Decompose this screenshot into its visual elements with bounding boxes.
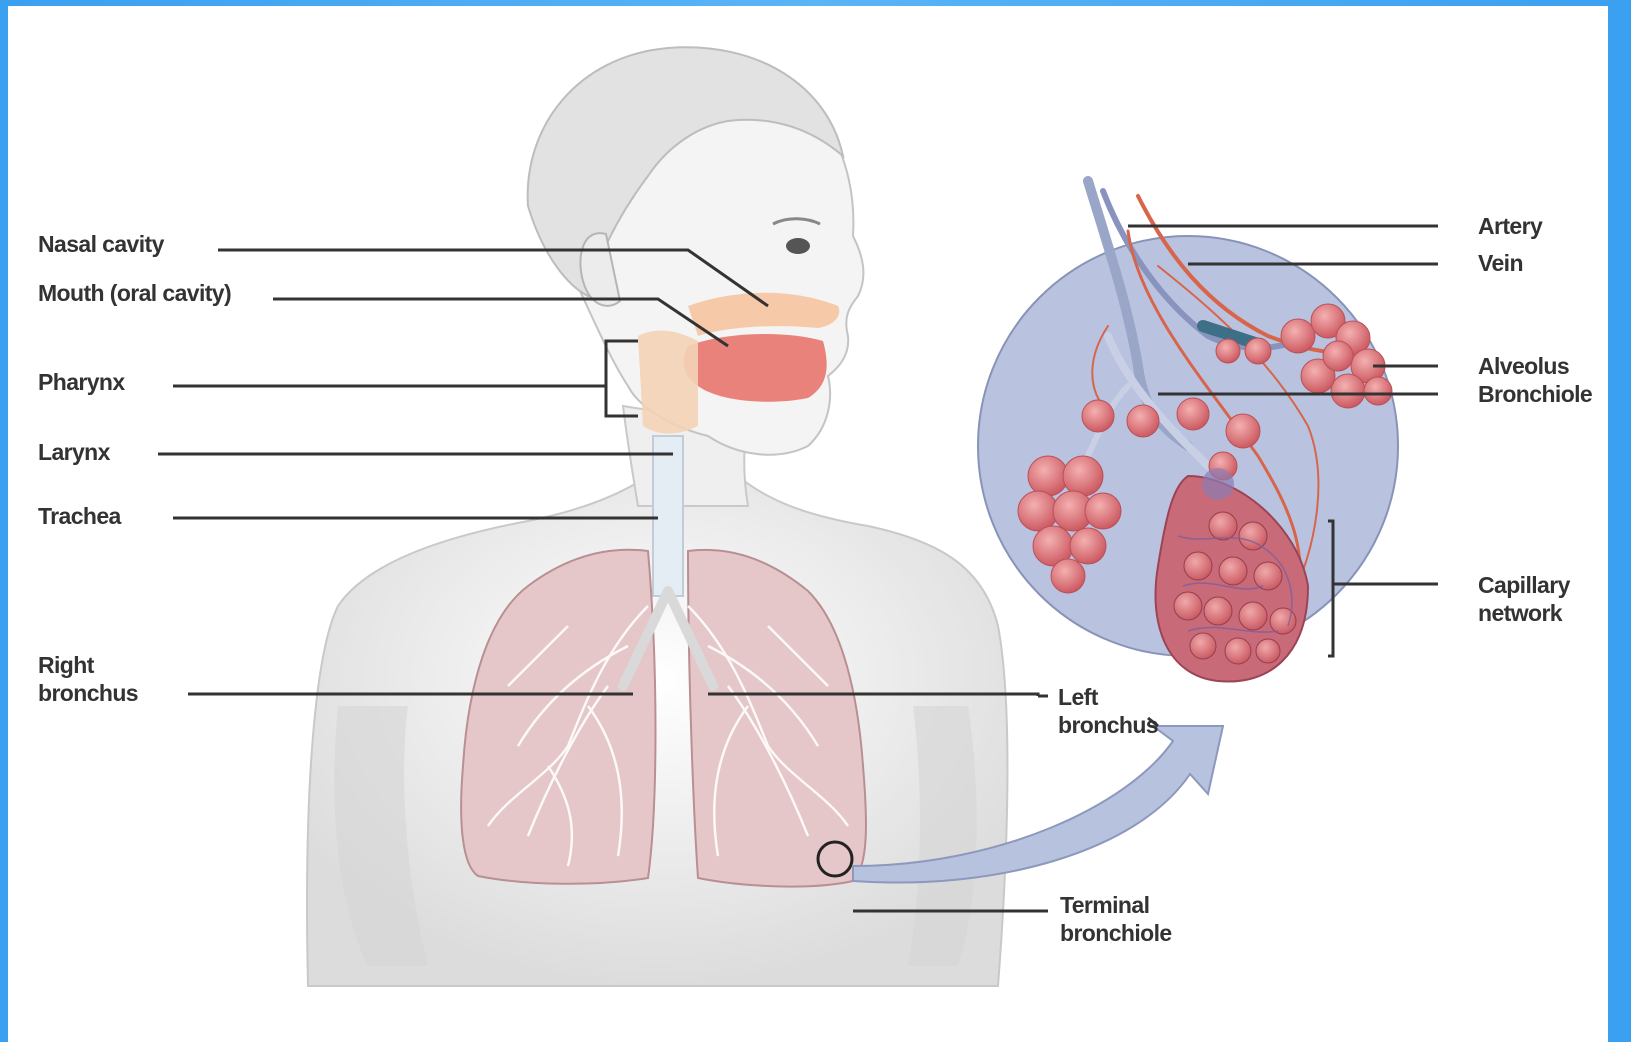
label-larynx: Larynx bbox=[38, 438, 110, 466]
label-pharynx: Pharynx bbox=[38, 368, 125, 396]
label-capillary-network-line1: Capillary bbox=[1478, 571, 1570, 599]
label-terminal-bronchiole-line2: bronchiole bbox=[1060, 919, 1172, 947]
eye bbox=[786, 238, 810, 254]
label-capillary-network-line2: network bbox=[1478, 599, 1562, 627]
label-mouth: Mouth (oral cavity) bbox=[38, 279, 231, 307]
respiratory-system-illustration bbox=[8, 6, 1608, 1042]
label-right-bronchus-line2: bronchus bbox=[38, 679, 138, 707]
label-artery: Artery bbox=[1478, 212, 1542, 240]
label-left-bronchus-line1: Left bbox=[1058, 683, 1098, 711]
pharynx-shape bbox=[638, 331, 698, 434]
label-trachea: Trachea bbox=[38, 502, 121, 530]
label-bronchiole: Bronchiole bbox=[1478, 380, 1592, 408]
label-terminal-bronchiole-line1: Terminal bbox=[1060, 891, 1149, 919]
label-right-bronchus-line1: Right bbox=[38, 651, 94, 679]
diagram-frame: Nasal cavity Mouth (oral cavity) Pharynx… bbox=[8, 6, 1608, 1042]
label-vein: Vein bbox=[1478, 249, 1523, 277]
label-left-bronchus-line2: bronchus bbox=[1058, 711, 1158, 739]
label-alveolus: Alveolus bbox=[1478, 352, 1569, 380]
trachea-tube bbox=[653, 436, 683, 596]
label-nasal-cavity: Nasal cavity bbox=[38, 230, 164, 258]
